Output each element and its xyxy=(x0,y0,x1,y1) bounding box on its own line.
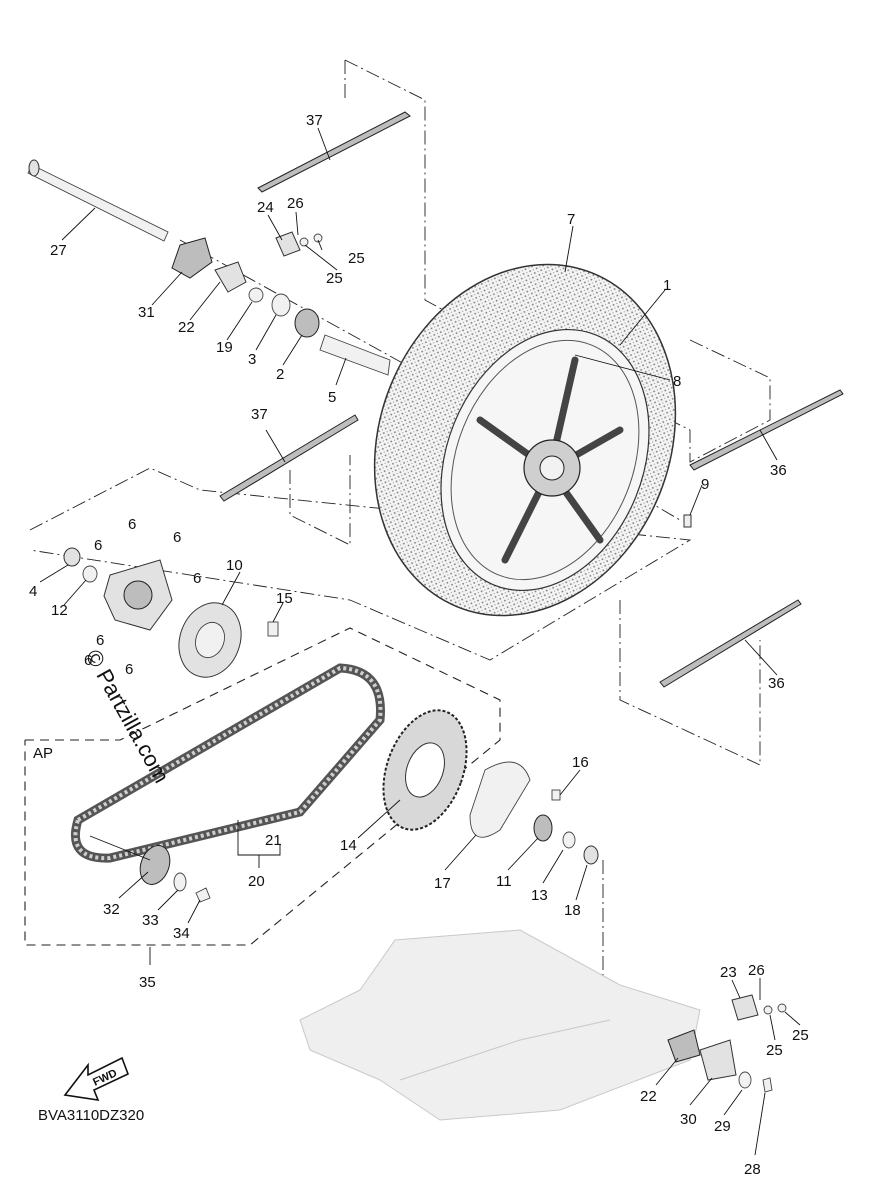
swingarm-ghost xyxy=(299,929,701,1121)
callout-4: 4 xyxy=(29,583,37,600)
callout-31: 31 xyxy=(138,304,155,321)
callout-6: 6 xyxy=(96,632,104,649)
rear-wheel-tire xyxy=(373,263,692,617)
callout-1: 1 xyxy=(663,277,671,294)
callout-28: 28 xyxy=(744,1161,761,1178)
front-sprocket-kit xyxy=(139,845,211,903)
callout-6: 6 xyxy=(84,652,92,669)
callout-23: 23 xyxy=(720,964,737,981)
callout-36: 36 xyxy=(770,462,787,479)
callout-9: 9 xyxy=(701,476,709,493)
callout-2: 2 xyxy=(276,366,284,383)
left-hardware xyxy=(171,231,391,376)
callout-34: 34 xyxy=(173,925,190,942)
callout-37: 37 xyxy=(251,406,268,423)
callout-22: 22 xyxy=(640,1088,657,1105)
callout-6: 6 xyxy=(125,661,133,678)
callout-5: 5 xyxy=(328,389,336,406)
callout-3: 3 xyxy=(248,351,256,368)
callout-33: 33 xyxy=(142,912,159,929)
callout-18: 18 xyxy=(564,902,581,919)
callout-25: 25 xyxy=(766,1042,783,1059)
callout-7: 7 xyxy=(567,211,575,228)
callout-25: 25 xyxy=(348,250,365,267)
callout-22: 22 xyxy=(178,319,195,336)
rim-tape-strips xyxy=(219,111,844,688)
callout-20: 20 xyxy=(248,873,265,890)
assembly-label: AP xyxy=(33,745,53,762)
callout-24: 24 xyxy=(257,199,274,216)
callout-29: 29 xyxy=(714,1118,731,1135)
callout-16: 16 xyxy=(572,754,589,771)
callout-27: 27 xyxy=(50,242,67,259)
right-adjuster xyxy=(667,994,787,1093)
callout-26: 26 xyxy=(287,195,304,212)
callout-6: 6 xyxy=(193,570,201,587)
callout-35: 35 xyxy=(139,974,156,991)
callout-6: 6 xyxy=(128,516,136,533)
callout-37: 37 xyxy=(306,112,323,129)
callout-25: 25 xyxy=(326,270,343,287)
callout-14: 14 xyxy=(340,837,357,854)
right-hub-parts xyxy=(469,761,599,865)
callout-32: 32 xyxy=(103,901,120,918)
callout-6: 6 xyxy=(173,529,181,546)
callout-19: 19 xyxy=(216,339,233,356)
callout-30: 30 xyxy=(680,1111,697,1128)
drive-chain xyxy=(70,663,385,863)
callout-10: 10 xyxy=(226,557,243,574)
callout-labels: 37 27 24 26 25 25 7 1 8 31 22 19 3 2 5 3… xyxy=(29,112,809,1178)
callout-13: 13 xyxy=(531,887,548,904)
callout-36: 36 xyxy=(768,675,785,692)
callout-26: 26 xyxy=(748,962,765,979)
diagram-code: BVA3110DZ320 xyxy=(38,1107,144,1124)
callout-12: 12 xyxy=(51,602,68,619)
leader-lines xyxy=(39,127,801,1156)
callout-25: 25 xyxy=(792,1027,809,1044)
callout-6: 6 xyxy=(94,537,102,554)
rear-axle xyxy=(27,159,169,242)
sprocket-carrier xyxy=(178,602,279,678)
callout-8: 8 xyxy=(673,373,681,390)
callout-21: 21 xyxy=(265,832,282,849)
hub-damper xyxy=(63,547,173,631)
rear-sprocket xyxy=(382,709,468,831)
fwd-arrow-icon: FWD xyxy=(63,1056,130,1102)
callout-15: 15 xyxy=(276,590,293,607)
callout-11: 11 xyxy=(496,873,512,890)
callout-17: 17 xyxy=(434,875,451,892)
